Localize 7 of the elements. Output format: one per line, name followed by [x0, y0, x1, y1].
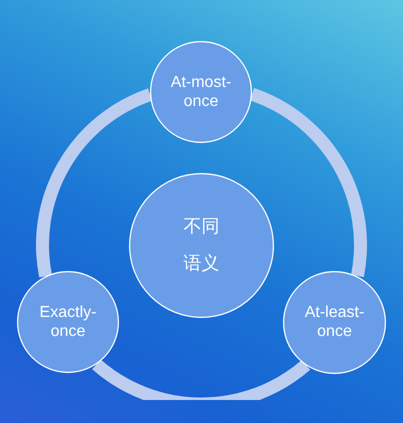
circle-node: At-least-once	[283, 270, 386, 374]
ring-arc	[250, 88, 367, 277]
circle-node: Exactly-once	[17, 271, 119, 373]
ring-arc	[92, 359, 310, 400]
circle-node: At-most-once	[150, 41, 252, 143]
ring-arc	[36, 88, 153, 278]
circle-node: 不同语义	[129, 172, 274, 318]
